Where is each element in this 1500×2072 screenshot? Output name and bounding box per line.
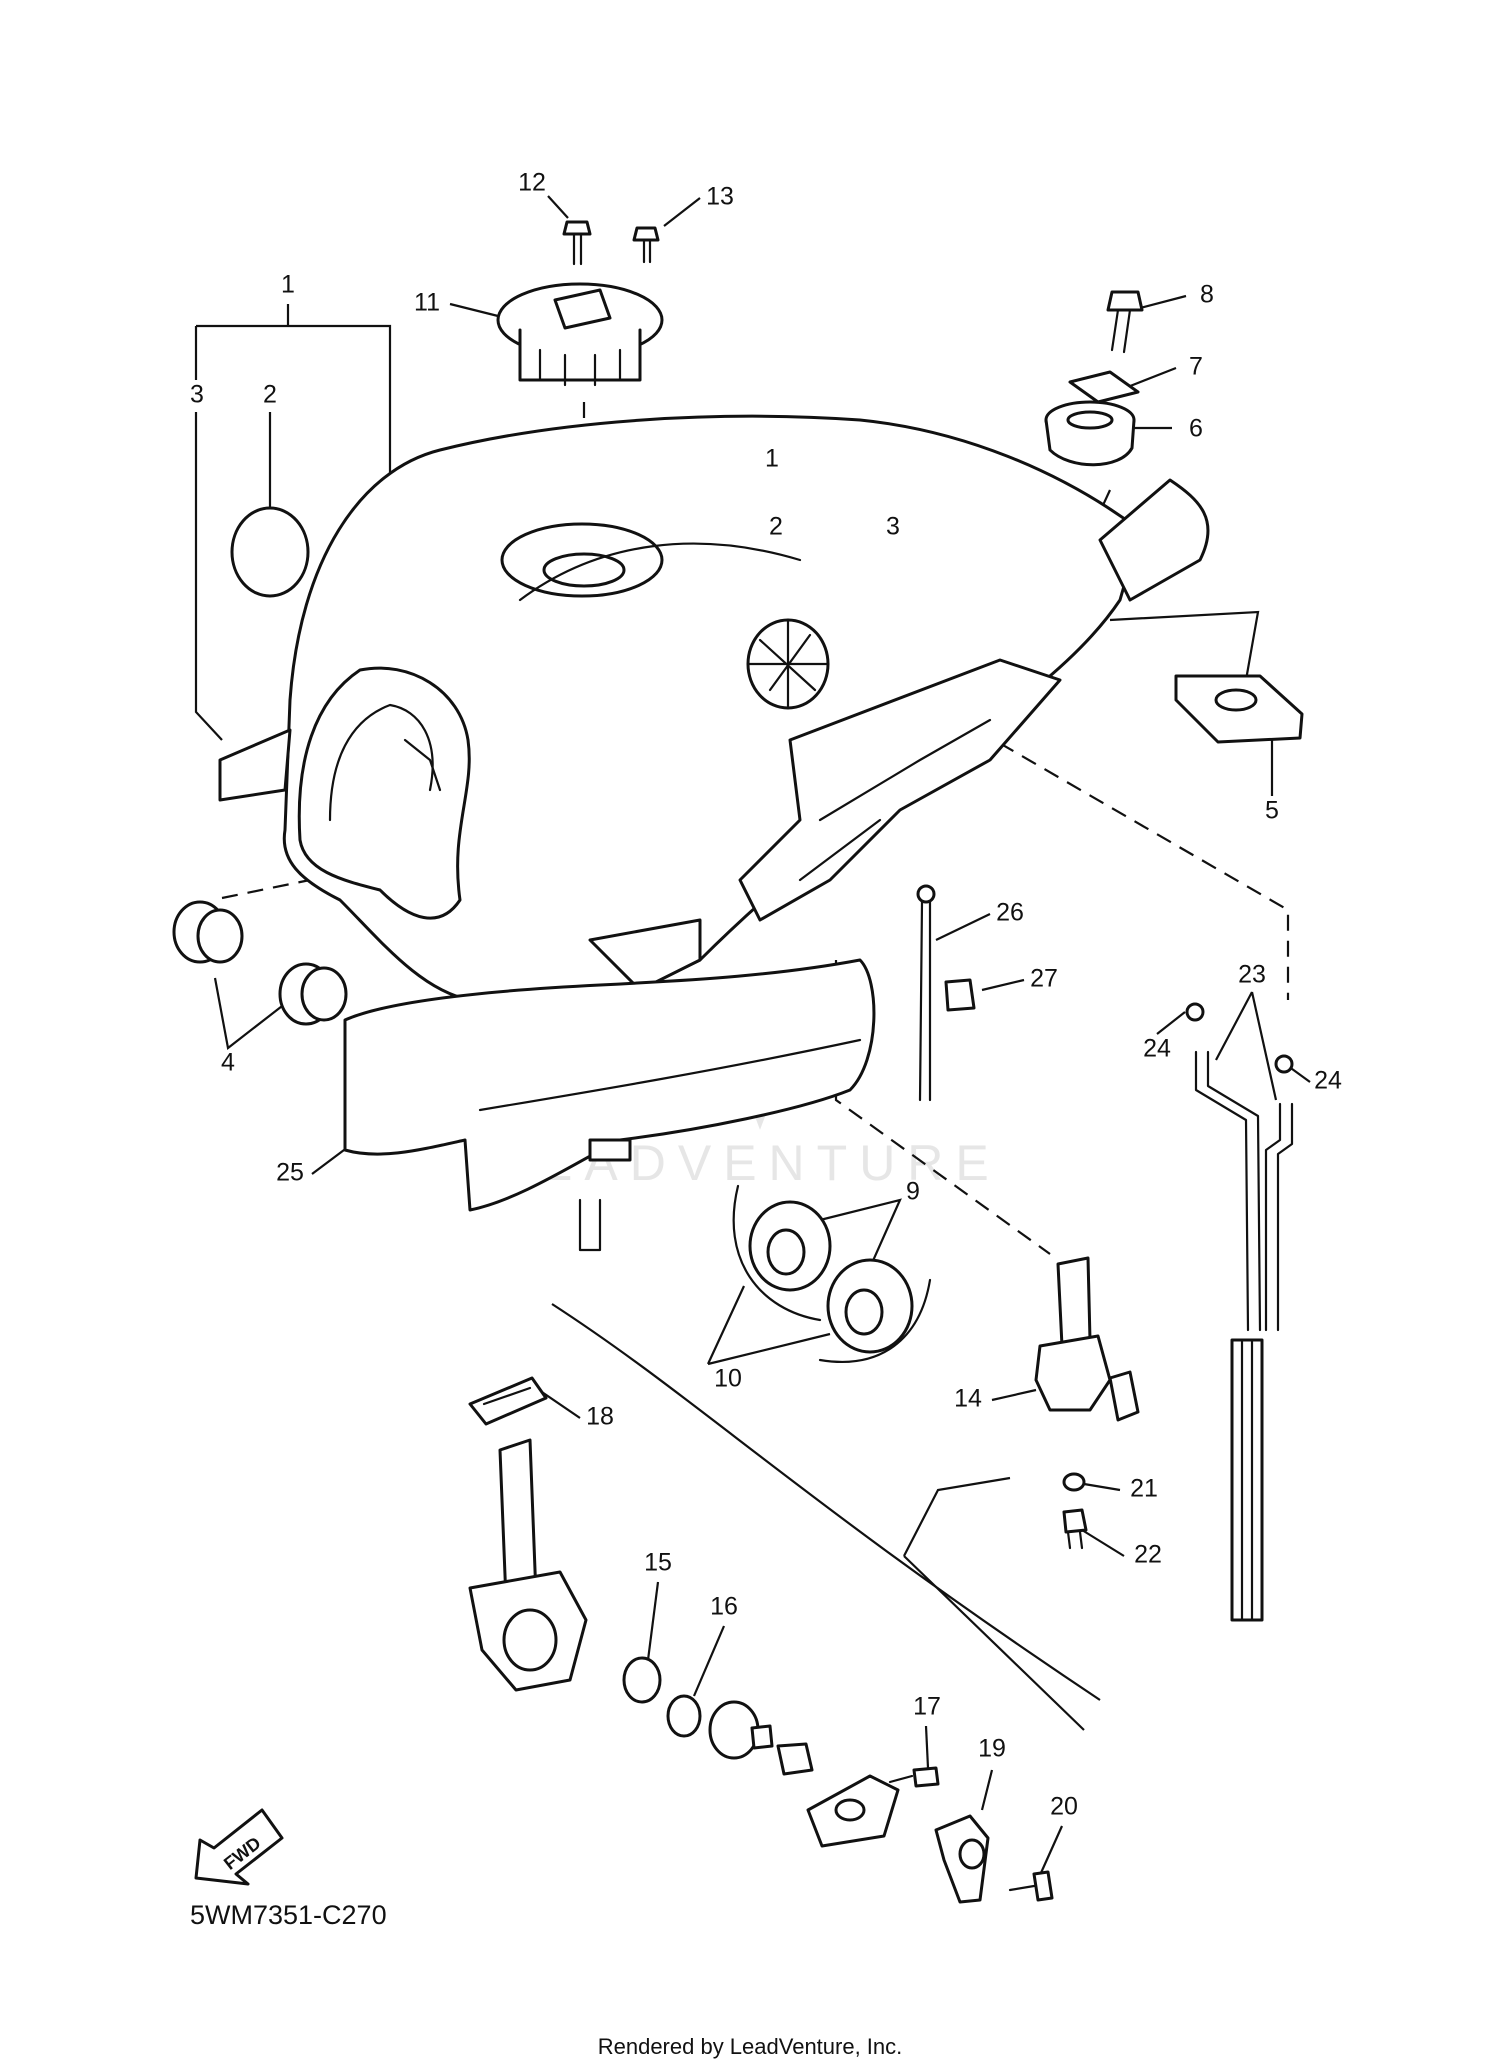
part-12-screw <box>562 220 592 266</box>
part-14-fuel-cock <box>1034 1256 1140 1422</box>
callout-c3b: 3 <box>886 513 900 541</box>
part-11-filler-cap <box>496 282 664 387</box>
fwd-arrow-icon: FWD <box>194 1808 284 1886</box>
callout-c5: 5 <box>1265 797 1279 825</box>
part-4-grommets <box>172 900 348 1026</box>
part-26-cable-tie <box>916 884 936 1102</box>
callout-c7: 7 <box>1189 353 1203 381</box>
callout-c8: 8 <box>1200 281 1214 309</box>
callout-c6: 6 <box>1189 415 1203 443</box>
diagram-code: 5WM7351-C270 <box>190 1900 387 1930</box>
callout-c19: 19 <box>978 1735 1006 1763</box>
callout-c22: 22 <box>1134 1541 1162 1569</box>
callout-c12: 12 <box>518 169 546 197</box>
callout-c20: 20 <box>1050 1793 1078 1821</box>
callout-c3a: 3 <box>190 381 204 409</box>
callout-c11: 11 <box>414 289 440 317</box>
part-15-disc <box>622 1656 662 1704</box>
part-21-washer <box>1062 1472 1086 1492</box>
part-9-10-dampers <box>732 1184 932 1363</box>
plate <box>806 1774 900 1848</box>
part-22-screw <box>1062 1508 1088 1550</box>
callout-c24b: 24 <box>1314 1067 1342 1095</box>
part-13-screw <box>632 226 660 264</box>
render-credit: Rendered by LeadVenture, Inc. <box>598 2034 903 2059</box>
callout-c13: 13 <box>706 183 734 211</box>
part-8-bolt <box>1106 290 1144 354</box>
callout-c21: 21 <box>1130 1475 1158 1503</box>
callout-c26: 26 <box>996 899 1024 927</box>
callout-c2b: 2 <box>769 513 783 541</box>
part-18-gasket <box>468 1376 548 1426</box>
callout-c1a: 1 <box>281 271 295 299</box>
callout-c18: 18 <box>586 1403 614 1431</box>
callout-c10: 10 <box>714 1365 742 1393</box>
callout-c2a: 2 <box>263 381 277 409</box>
part-5-bracket <box>1174 674 1304 744</box>
part-17-screw <box>888 1766 940 1788</box>
callout-c25: 25 <box>276 1159 304 1187</box>
part-6-damper <box>1044 400 1136 467</box>
callout-c14: 14 <box>954 1385 982 1413</box>
part-24-clips <box>1185 1002 1294 1074</box>
part-19-lever <box>934 1814 990 1904</box>
part-25-cover <box>343 958 876 1252</box>
part-27-clip <box>944 978 976 1012</box>
callout-c23: 23 <box>1238 961 1266 989</box>
part-20-screw <box>1008 1870 1054 1902</box>
callout-c16: 16 <box>710 1593 738 1621</box>
callout-c9: 9 <box>906 1178 920 1206</box>
callout-c17: 17 <box>913 1693 941 1721</box>
callout-c27: 27 <box>1030 965 1058 993</box>
fuel-cock-body <box>468 1438 588 1692</box>
fuel-cock-exploded-group <box>551 1303 1101 1731</box>
callout-c4: 4 <box>221 1049 235 1077</box>
valve-stem <box>708 1700 814 1776</box>
callout-c1b: 1 <box>765 445 779 473</box>
part-7-collar <box>1068 370 1140 404</box>
part-16-o-ring <box>666 1694 702 1738</box>
part-23-hoses <box>1194 1050 1294 1622</box>
callout-c24a: 24 <box>1143 1035 1171 1063</box>
callout-c15: 15 <box>644 1549 672 1577</box>
fuel-tank <box>218 414 1210 1005</box>
